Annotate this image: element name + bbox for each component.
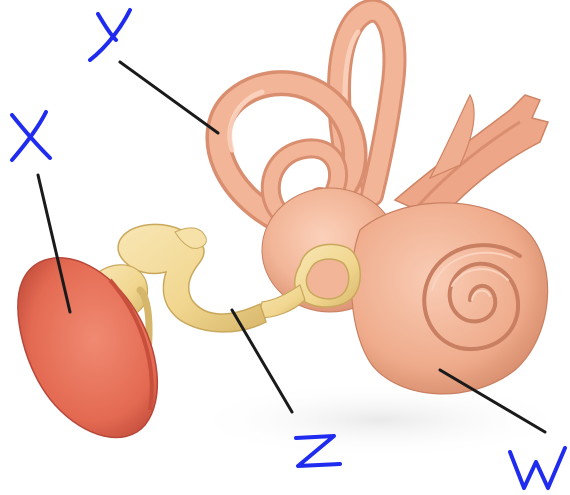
leader-line-y <box>120 62 218 133</box>
floor-shadow <box>190 382 570 458</box>
label-y <box>90 10 130 60</box>
label-x <box>12 112 50 160</box>
vestibulocochlear-nerve <box>395 95 548 220</box>
cochlea <box>351 203 547 394</box>
label-w <box>510 448 565 488</box>
